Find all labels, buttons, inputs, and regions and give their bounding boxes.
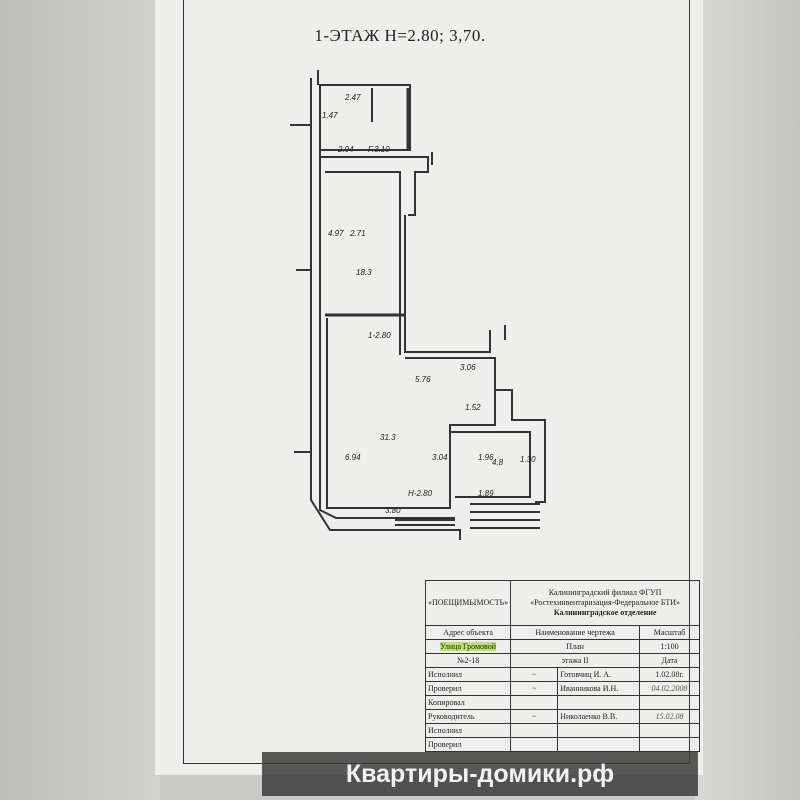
table-cell xyxy=(510,737,559,752)
dim-label: 1.30 xyxy=(520,455,536,464)
table-cell xyxy=(557,695,641,710)
room-area: 18.3 xyxy=(356,268,372,277)
wall xyxy=(495,389,546,503)
dim-label: 2.71 xyxy=(349,229,366,238)
dept-name: Калининградское отделение xyxy=(553,608,657,617)
table-row: «ПОЕЩИМЫМОСТЬ» Калининградский филиал ФГ… xyxy=(424,580,700,626)
table-cell: ~ xyxy=(510,667,559,682)
dim-label: 1.96 xyxy=(478,453,494,462)
dim-label: 1.52 xyxy=(465,403,481,412)
table-cell xyxy=(639,695,700,710)
room-office xyxy=(325,171,401,316)
table-cell: 1.02.08г. xyxy=(639,667,700,682)
table-cell: Готовчиц И. А. xyxy=(557,667,641,682)
title-block: «ПОЕЩИМЫМОСТЬ» Калининградский филиал ФГ… xyxy=(424,580,700,752)
table-cell xyxy=(510,723,559,738)
dim-label: 1-2.80 xyxy=(368,331,391,340)
table-cell: Руководитель xyxy=(424,709,512,724)
table-cell: 15.02.08 xyxy=(639,709,700,724)
wall xyxy=(319,85,455,519)
number: №2-18 xyxy=(424,653,512,668)
table-cell: Иванникова И.Н. xyxy=(557,681,641,696)
org-cell: Калининградский филиал ФГУП «Ростехинвен… xyxy=(510,580,700,626)
table-row: Проверил~Иванникова И.Н.04.02.2008 xyxy=(424,681,700,696)
table-cell: ~ xyxy=(510,681,559,696)
background xyxy=(695,0,800,800)
table-cell: Копировал xyxy=(424,695,512,710)
table-cell: Проверил xyxy=(424,737,512,752)
date-label: Дата xyxy=(639,653,700,668)
drawing-label: Наименование чертежа xyxy=(510,625,641,640)
room-area: 4.8 xyxy=(492,458,504,467)
dim-label: 1.89 xyxy=(478,489,494,498)
table-cell: Исполнил xyxy=(424,667,512,682)
street: Улица Громовой xyxy=(424,639,512,654)
table-cell: ~ xyxy=(510,709,559,724)
table-cell xyxy=(639,737,700,752)
room-main xyxy=(326,318,496,509)
watermark: Квартиры-домики.рф xyxy=(262,752,698,796)
address-label: Адрес объекта xyxy=(424,625,512,640)
table-cell xyxy=(639,723,700,738)
floor-title: 1-ЭТАЖ H=2.80; 3,70. xyxy=(314,26,486,45)
drawing-name: План xyxy=(510,639,641,654)
floor: этажа II xyxy=(510,653,641,668)
wall xyxy=(310,78,461,540)
dim-label: 1.47 xyxy=(322,111,338,120)
background xyxy=(0,0,160,800)
dim-label: 5.76 xyxy=(415,375,431,384)
table-cell xyxy=(557,737,641,752)
org-name: Калининградский филиал ФГУП «Ростехинвен… xyxy=(530,588,681,607)
wall xyxy=(404,215,491,353)
dim-label: 2.94 xyxy=(337,145,354,154)
table-row: №2-18 этажа II Дата xyxy=(424,653,700,668)
dim-label: 3.80 xyxy=(385,506,401,515)
dim-label: 4.97 xyxy=(328,229,344,238)
scale-label: Масштаб xyxy=(639,625,700,640)
table-row: Проверил xyxy=(424,737,700,752)
wall xyxy=(320,156,429,216)
table-row: Адрес объекта Наименование чертежа Масшт… xyxy=(424,625,700,640)
dim-label: 3.06 xyxy=(460,363,476,372)
table-cell: Улица Громовой xyxy=(440,641,497,651)
owner-cell: «ПОЕЩИМЫМОСТЬ» xyxy=(424,580,512,626)
table-row: Копировал xyxy=(424,695,700,710)
table-row: Исполнил xyxy=(424,723,700,738)
room-wc xyxy=(319,84,411,151)
table-cell: 04.02.2008 xyxy=(639,681,700,696)
room-small xyxy=(450,431,531,498)
dim-label: 6.94 xyxy=(345,453,361,462)
table-cell: Николаенко В.В. xyxy=(557,709,641,724)
dim-label: H-2.80 xyxy=(408,489,433,498)
room-area: 31.3 xyxy=(380,433,396,442)
table-cell: Проверил xyxy=(424,681,512,696)
table-cell xyxy=(510,695,559,710)
table-cell: Исполнил xyxy=(424,723,512,738)
dim-label: F.3.10 xyxy=(368,145,390,154)
dim-label: 2.47 xyxy=(344,93,361,102)
dim-label: 3.04 xyxy=(432,453,448,462)
scale: 1:100 xyxy=(639,639,700,654)
table-cell xyxy=(557,723,641,738)
table-row: Руководитель~Николаенко В.В.15.02.08 xyxy=(424,709,700,724)
table-row: Улица Громовой План 1:100 xyxy=(424,639,700,654)
table-row: Исполнил~Готовчиц И. А.1.02.08г. xyxy=(424,667,700,682)
